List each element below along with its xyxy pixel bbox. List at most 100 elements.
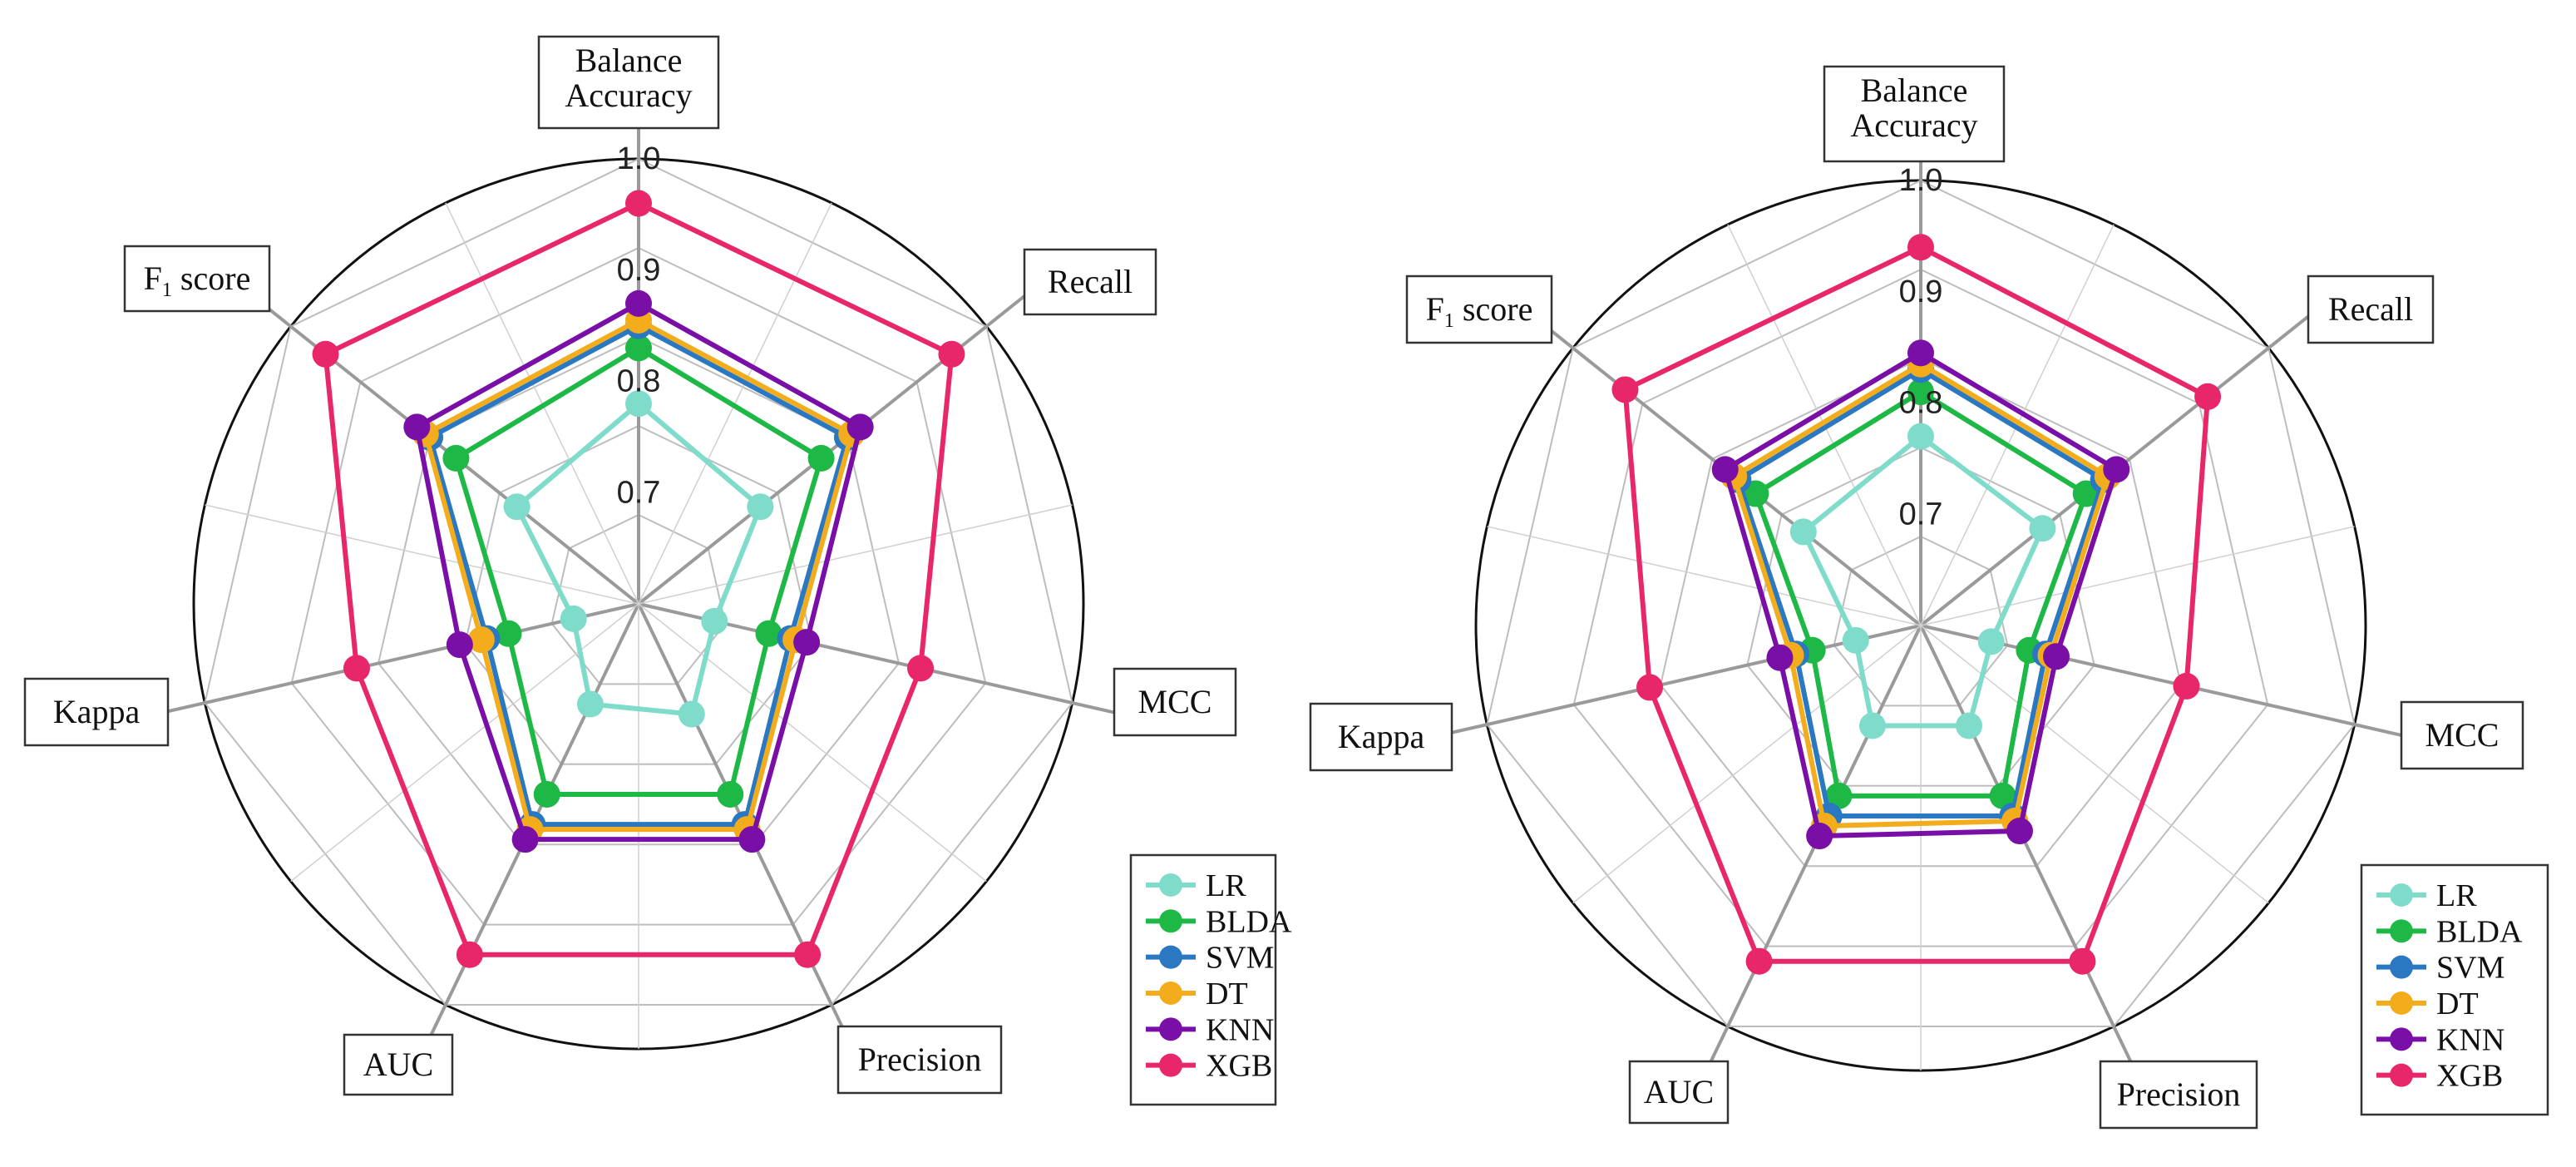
series-line-lr xyxy=(1800,433,2046,729)
data-point-blda xyxy=(1825,782,1853,809)
axis-label-text: Kappa xyxy=(53,693,141,730)
data-point-lr xyxy=(1907,423,1934,450)
series-line-dt xyxy=(422,317,855,833)
data-point-knn xyxy=(446,631,473,659)
minor-ray xyxy=(1487,526,1922,626)
minor-ray xyxy=(1572,625,1922,904)
series-line-dt xyxy=(1731,361,2110,829)
axis-label-recall: Recall xyxy=(1023,248,1157,316)
tick-label: 0.9 xyxy=(617,253,661,288)
data-point-xgb xyxy=(1907,234,1934,261)
data-point-blda xyxy=(495,620,522,647)
data-point-knn xyxy=(1907,339,1934,367)
axis-spoke xyxy=(1691,625,1922,1099)
axis-label-box xyxy=(1405,274,1553,344)
axis-label-text: Kappa xyxy=(1338,718,1425,755)
tick-label: 1.0 xyxy=(1899,163,1943,198)
axis-label-box xyxy=(343,1033,454,1096)
axis-spoke xyxy=(1409,624,1922,744)
data-point-lr xyxy=(576,690,604,718)
axis-label-box xyxy=(23,677,170,747)
axis-label-text: AUC xyxy=(363,1046,433,1083)
tick-label: 0.7 xyxy=(617,475,661,510)
axis-label-precision: Precision xyxy=(2099,1060,2258,1130)
legend-label: LR xyxy=(1206,868,1246,903)
legend-item-knn: KNN xyxy=(1146,1012,1274,1047)
data-point-knn xyxy=(2042,643,2070,670)
axis-label-mcc: MCC xyxy=(1113,667,1237,737)
data-point-blda xyxy=(755,620,782,647)
data-point-lr xyxy=(560,605,587,632)
series-line-blda xyxy=(453,345,824,797)
legend-label: DT xyxy=(2436,987,2479,1021)
legend-swatch-marker xyxy=(1159,1053,1182,1077)
axis-label-box xyxy=(123,245,271,313)
data-point-xgb xyxy=(938,340,965,368)
axis-label-f1-score: F1 score xyxy=(1405,274,1553,344)
axis-label-text: Accuracy xyxy=(565,77,692,114)
axis-label-box xyxy=(2307,274,2435,344)
axis-label-f1-score: F1 score xyxy=(123,245,271,313)
series-line-svm xyxy=(427,323,850,828)
tick-label: 0.9 xyxy=(1899,274,1943,309)
legend-label: BLDA xyxy=(1206,904,1292,939)
legend-label: XGB xyxy=(2436,1059,2503,1094)
data-point-knn xyxy=(2103,456,2130,483)
tick-label: 1.0 xyxy=(617,141,661,176)
legend-swatch-marker xyxy=(2390,1063,2413,1087)
minor-ray xyxy=(638,603,987,883)
legend-swatch-marker xyxy=(2390,883,2413,907)
data-point-knn xyxy=(846,413,874,441)
legend-item-svm: SVM xyxy=(1146,941,1274,976)
legend-swatch-marker xyxy=(2390,919,2413,943)
data-point-lr xyxy=(1842,626,1869,654)
legend-item-dt: DT xyxy=(1146,977,1248,1011)
legend-item-blda: BLDA xyxy=(1146,904,1292,939)
data-point-knn xyxy=(2006,818,2033,845)
legend-item-blda: BLDA xyxy=(2376,914,2523,949)
legend-swatch-marker xyxy=(2390,955,2413,979)
data-point-lr xyxy=(747,493,774,521)
data-point-lr xyxy=(1858,712,1886,739)
axis-label-text: F1 score xyxy=(1426,290,1533,332)
axis-label-text: MCC xyxy=(1138,683,1212,720)
axis-label-kappa: Kappa xyxy=(23,677,170,747)
axis-label-auc: AUC xyxy=(343,1033,454,1096)
axis-label-box xyxy=(537,35,720,130)
legend-swatch-marker xyxy=(1159,945,1182,969)
legend-item-lr: LR xyxy=(2376,878,2477,913)
data-point-xgb xyxy=(456,941,483,968)
axis-label-precision: Precision xyxy=(836,1025,1003,1095)
data-point-xgb xyxy=(794,941,822,968)
legend-swatch-marker xyxy=(1159,1017,1182,1041)
legend-item-lr: LR xyxy=(1146,868,1246,903)
data-point-xgb xyxy=(343,655,370,682)
series-line-blda xyxy=(1753,389,2089,799)
data-point-lr xyxy=(1977,628,2005,655)
data-point-knn xyxy=(511,826,539,853)
data-point-lr xyxy=(2029,515,2056,542)
legend-label: KNN xyxy=(2436,1022,2504,1057)
data-point-blda xyxy=(1907,378,1934,406)
axis-label-auc: AUC xyxy=(1628,1060,1730,1125)
data-point-lr xyxy=(678,700,705,728)
data-point-lr xyxy=(1956,712,1983,739)
legend-item-knn: KNN xyxy=(2376,1022,2504,1057)
axis-label-box xyxy=(1309,702,1453,772)
axis-spoke xyxy=(127,602,639,723)
axis-label-text: Balance xyxy=(1861,72,1968,109)
minor-ray xyxy=(1920,625,2269,904)
axis-label-recall: Recall xyxy=(2307,274,2435,344)
axis-spoke xyxy=(1919,625,2150,1099)
data-point-knn xyxy=(738,826,766,853)
data-point-blda xyxy=(717,780,744,808)
axis-label-box xyxy=(1113,667,1237,737)
legend-swatch-marker xyxy=(2390,1027,2413,1051)
data-point-blda xyxy=(533,780,560,808)
data-point-knn xyxy=(1806,823,1833,850)
axis-label-text: AUC xyxy=(1644,1073,1714,1110)
legend-label: XGB xyxy=(1206,1049,1272,1084)
